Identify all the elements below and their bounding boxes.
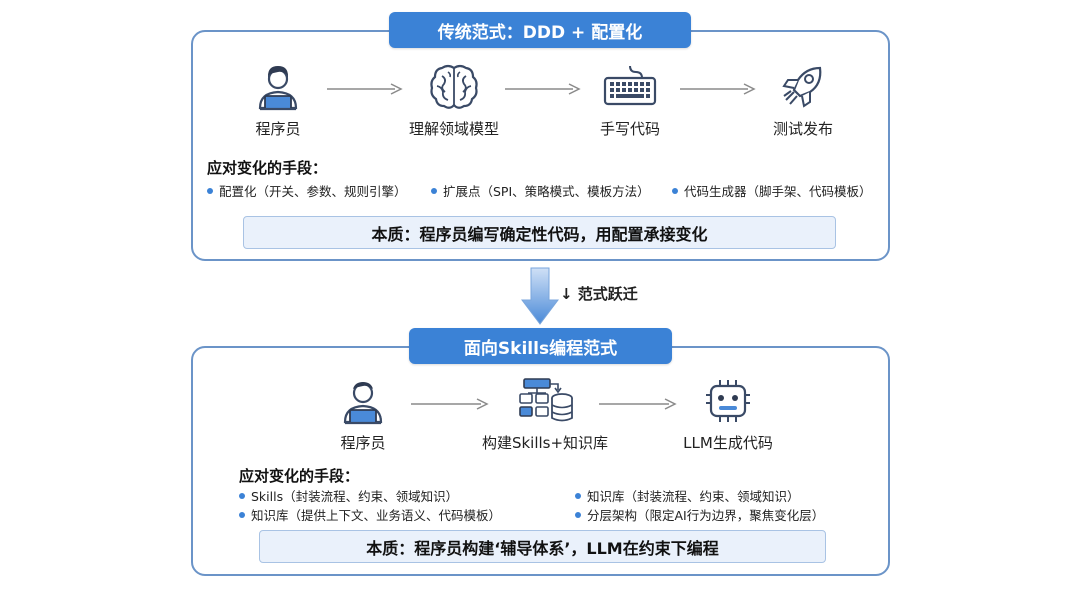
means-item: 配置化（开关、参数、规则引擎） [207, 181, 407, 200]
keyboard-icon [603, 65, 657, 106]
means-item: 知识库（封装流程、约束、领域知识） [575, 486, 800, 505]
step-programmer-bottom: 程序员 [333, 376, 393, 453]
step-label: 程序员 [255, 120, 301, 138]
means-text: 代码生成器（脚手架、代码模板） [684, 184, 872, 199]
step-test-release: 测试发布 [763, 62, 843, 139]
essence-box-top: 本质：程序员编写确定性代码，用配置承接变化 [243, 216, 836, 249]
means-text: 知识库（封装流程、约束、领域知识） [587, 489, 800, 504]
means-item: 扩展点（SPI、策略模式、模板方法） [431, 181, 650, 200]
bullet-dot [239, 511, 245, 518]
bullet-dot [207, 187, 213, 194]
flow-arrow [680, 83, 756, 95]
means-heading-top: 应对变化的手段： [207, 159, 328, 177]
step-label: 手写代码 [599, 120, 660, 138]
bullet-dot [575, 511, 581, 518]
step-write-code: 手写代码 [591, 62, 669, 139]
paradigm-shift-arrow [521, 267, 559, 325]
flow-arrow [599, 398, 677, 410]
step-label: 理解领域模型 [408, 120, 499, 138]
step-programmer-top: 程序员 [248, 62, 308, 139]
means-text: 配置化（开关、参数、规则引擎） [219, 184, 407, 199]
step-llm-generate: LLM生成代码 [673, 376, 783, 453]
brain-icon [430, 64, 478, 109]
means-item: 代码生成器（脚手架、代码模板） [672, 181, 872, 200]
flowchart-database-icon [519, 378, 573, 422]
step-understand-domain: 理解领域模型 [396, 62, 512, 139]
means-item: 知识库（提供上下文、业务语义、代码模板） [239, 505, 501, 524]
step-label: 程序员 [340, 434, 386, 452]
essence-box-bottom: 本质：程序员构建‘辅导体系’，LLM在约束下编程 [259, 530, 826, 563]
bullet-dot [672, 187, 678, 194]
step-build-skills: 构建Skills+知识库 [475, 376, 615, 453]
skills-paradigm-title: 面向Skills编程范式 [409, 328, 672, 364]
means-text: 知识库（提供上下文、业务语义、代码模板） [251, 508, 502, 523]
means-heading-bottom: 应对变化的手段： [239, 467, 360, 485]
traditional-paradigm-title: 传统范式：DDD + 配置化 [389, 12, 691, 48]
programmer-icon [258, 66, 298, 111]
step-label: 构建Skills+知识库 [481, 434, 609, 452]
rocket-icon [782, 66, 822, 108]
means-item: Skills（封装流程、约束、领域知识） [239, 486, 458, 505]
flow-arrow [411, 398, 489, 410]
robot-icon [706, 380, 750, 422]
programmer-icon [343, 382, 383, 425]
step-label: LLM生成代码 [683, 434, 773, 452]
paradigm-shift-label: ↓ 范式跃迁 [560, 285, 638, 303]
flow-arrow [327, 83, 403, 95]
means-item: 分层架构（限定AI行为边界，聚焦变化层） [575, 505, 824, 524]
step-label: 测试发布 [772, 120, 833, 138]
bullet-dot [431, 187, 437, 194]
means-text: 扩展点（SPI、策略模式、模板方法） [443, 184, 650, 199]
means-text: Skills（封装流程、约束、领域知识） [251, 489, 459, 504]
means-text: 分层架构（限定AI行为边界，聚焦变化层） [587, 508, 825, 523]
flow-arrow [505, 83, 581, 95]
bullet-dot [575, 492, 581, 499]
bullet-dot [239, 492, 245, 499]
